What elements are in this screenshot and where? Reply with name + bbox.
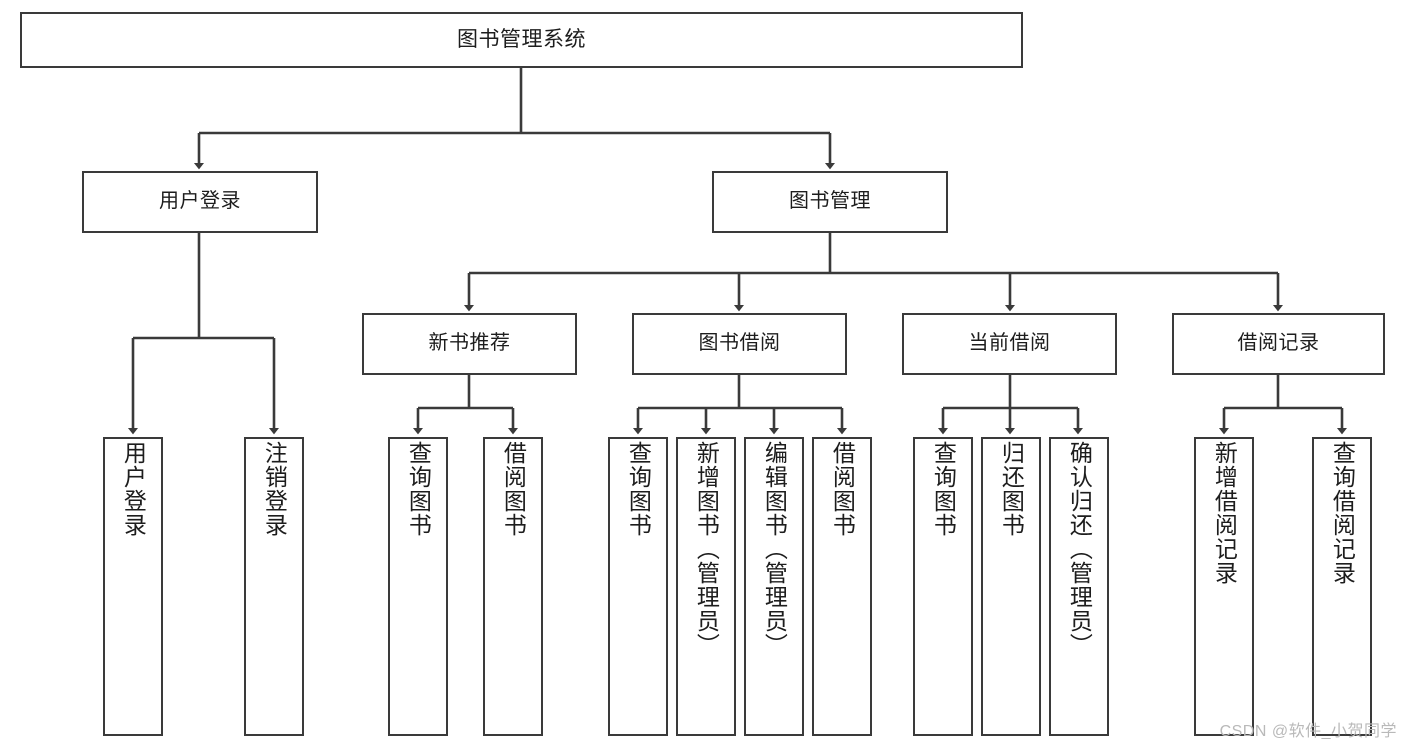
node-leaf-query-record[interactable]: 查询借阅记录 <box>1312 437 1372 736</box>
node-root[interactable]: 图书管理系统 <box>20 12 1023 68</box>
node-leaf-query-book-1[interactable]: 查询图书 <box>388 437 448 736</box>
node-book-manage[interactable]: 图书管理 <box>712 171 948 233</box>
node-leaf-add-record[interactable]: 新增借阅记录 <box>1194 437 1254 736</box>
node-current-borrow-label: 当前借阅 <box>968 332 1051 355</box>
node-leaf-add-book-label: 新增图书（管理员） <box>693 441 720 657</box>
node-leaf-query-book-3[interactable]: 查询图书 <box>913 437 973 736</box>
node-leaf-confirm-return[interactable]: 确认归还（管理员） <box>1049 437 1109 736</box>
node-borrow-record-label: 借阅记录 <box>1237 332 1320 355</box>
node-book-manage-label: 图书管理 <box>789 190 871 213</box>
node-leaf-query-book-2-label: 查询图书 <box>625 441 652 537</box>
node-leaf-borrow-book-2-label: 借阅图书 <box>829 441 856 537</box>
node-leaf-confirm-return-label: 确认归还（管理员） <box>1066 441 1093 657</box>
node-leaf-borrow-book-1-label: 借阅图书 <box>500 441 527 537</box>
node-leaf-borrow-book-2[interactable]: 借阅图书 <box>812 437 872 736</box>
node-book-borrow-label: 图书借阅 <box>698 332 781 355</box>
node-root-label: 图书管理系统 <box>457 27 586 51</box>
node-leaf-query-book-1-label: 查询图书 <box>405 441 432 537</box>
node-leaf-logout[interactable]: 注销登录 <box>244 437 304 736</box>
node-leaf-user-login[interactable]: 用户登录 <box>103 437 163 736</box>
node-new-book-rec[interactable]: 新书推荐 <box>362 313 577 375</box>
node-leaf-borrow-book-1[interactable]: 借阅图书 <box>483 437 543 736</box>
node-current-borrow[interactable]: 当前借阅 <box>902 313 1117 375</box>
node-leaf-query-book-3-label: 查询图书 <box>930 441 957 537</box>
node-leaf-query-record-label: 查询借阅记录 <box>1329 441 1356 585</box>
node-leaf-edit-book-label: 编辑图书（管理员） <box>761 441 788 657</box>
node-user-login-label: 用户登录 <box>159 190 241 213</box>
node-leaf-return-book-label: 归还图书 <box>998 441 1025 537</box>
node-book-borrow[interactable]: 图书借阅 <box>632 313 847 375</box>
node-leaf-user-login-label: 用户登录 <box>120 441 147 537</box>
node-new-book-rec-label: 新书推荐 <box>428 332 511 355</box>
node-leaf-return-book[interactable]: 归还图书 <box>981 437 1041 736</box>
node-leaf-add-record-label: 新增借阅记录 <box>1211 441 1238 585</box>
node-leaf-logout-label: 注销登录 <box>261 441 288 537</box>
node-leaf-edit-book[interactable]: 编辑图书（管理员） <box>744 437 804 736</box>
node-leaf-add-book[interactable]: 新增图书（管理员） <box>676 437 736 736</box>
node-leaf-query-book-2[interactable]: 查询图书 <box>608 437 668 736</box>
node-borrow-record[interactable]: 借阅记录 <box>1172 313 1385 375</box>
node-user-login[interactable]: 用户登录 <box>82 171 318 233</box>
